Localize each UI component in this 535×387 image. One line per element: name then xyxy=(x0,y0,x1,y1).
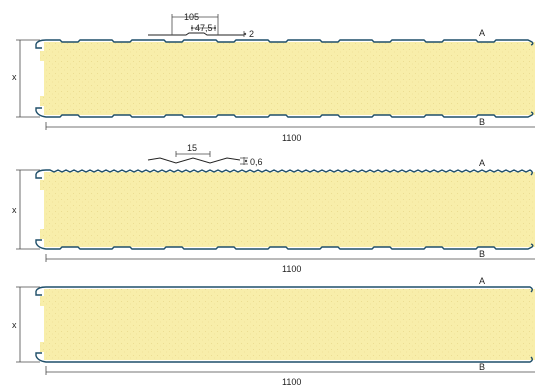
panel-3-width-dim xyxy=(45,366,535,375)
panel-2-depth-dim xyxy=(240,157,248,165)
panel-1-thickness-label: x xyxy=(12,72,17,82)
panel-2-depth-label: 0,6 xyxy=(250,157,263,167)
panel-1-side-b: B xyxy=(479,117,485,127)
panel-3-joint-top xyxy=(35,291,42,296)
panel-2-groove-profile xyxy=(147,157,241,164)
panel-1-depth-label: 2 xyxy=(249,29,254,39)
panel-1-joint-bottom xyxy=(35,107,42,111)
panel-1-pitch-dim xyxy=(171,14,219,35)
panel-3-width-label: 1100 xyxy=(282,377,301,387)
panel-3-thickness-dim xyxy=(16,286,40,363)
panel-3-bottom-facing xyxy=(35,355,533,363)
panel-2-thickness-dim xyxy=(16,169,40,250)
panel-3-thickness-label: x xyxy=(12,320,17,330)
panel-1-pitch-label: 105 xyxy=(184,12,199,22)
panel-1-rib-width-mark-right xyxy=(213,26,217,30)
panel-2-pitch-dim xyxy=(175,151,211,157)
panel-1-width-label: 1100 xyxy=(282,133,301,143)
panel-1: x 1100 A B 105 47,5 2 xyxy=(12,12,535,143)
panel-1-width-dim xyxy=(45,122,535,130)
panel-2-top-facing xyxy=(35,169,533,176)
panel-2-width-dim xyxy=(45,254,535,262)
panel-3: x 1100 A B xyxy=(12,276,535,387)
panel-3-side-a: A xyxy=(479,276,485,286)
panel-2: x 1100 A B 15 0,6 xyxy=(12,143,535,274)
panel-2-bottom-facing xyxy=(35,242,534,250)
panel-1-rib-width-label: 47,5 xyxy=(195,23,213,33)
panel-1-rib-profile xyxy=(148,32,244,36)
panel-2-width-label: 1100 xyxy=(282,264,301,274)
panel-1-rib-detail: 105 47,5 2 xyxy=(148,12,254,39)
panel-1-rib-width-mark-left xyxy=(190,26,194,30)
panel-2-core xyxy=(40,172,535,247)
panel-2-joint-top xyxy=(35,174,42,179)
panel-1-core xyxy=(40,42,535,115)
panel-2-thickness-label: x xyxy=(12,205,17,215)
panel-1-top-facing xyxy=(35,39,534,46)
panel-1-thickness-dim xyxy=(16,39,40,118)
panel-1-joint-top xyxy=(35,44,42,49)
panel-2-pitch-label: 15 xyxy=(187,143,197,153)
panel-1-depth-mark xyxy=(243,32,247,36)
panel-1-bottom-facing xyxy=(35,110,534,118)
panel-2-side-b: B xyxy=(479,249,485,259)
panel-3-side-b: B xyxy=(479,362,485,372)
panel-1-side-a: A xyxy=(479,28,485,38)
panel-3-joint-bottom xyxy=(35,352,42,356)
panel-2-joint-bottom xyxy=(35,239,42,243)
panel-3-top-facing xyxy=(35,286,533,293)
panel-2-depth-mark xyxy=(244,159,248,163)
panel-2-groove-detail: 15 0,6 xyxy=(147,143,263,167)
panel-2-side-a: A xyxy=(479,158,485,168)
panel-3-core xyxy=(40,289,535,360)
